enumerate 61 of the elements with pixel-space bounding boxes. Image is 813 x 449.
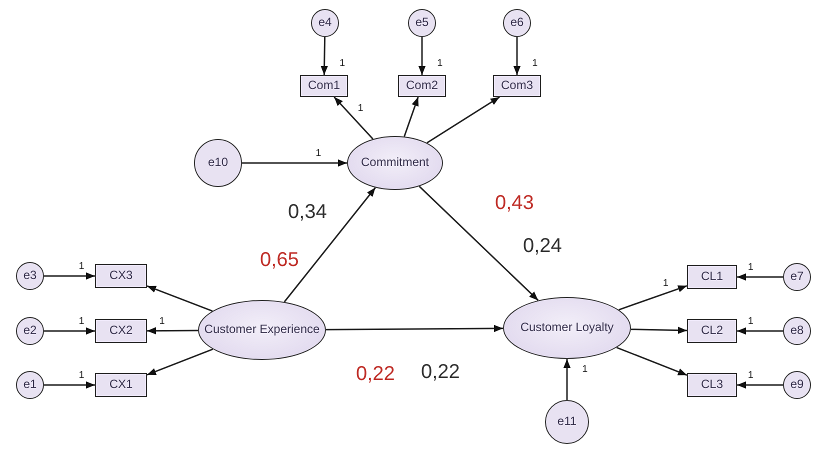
path-coefficient: 0,65 [260,250,299,270]
arrow [242,159,347,167]
arrow [326,324,503,332]
arrow [418,37,426,75]
edge-label: 1 [78,371,86,381]
observed-variable-box: Com2 [398,75,446,97]
arrow [147,327,198,334]
error-term-circle: e8 [783,317,811,345]
edge-label: 1 [158,316,166,327]
latent-variable-ellipse: Commitment [347,136,443,190]
arrow [616,346,688,376]
error-term-circle: e11 [545,400,589,444]
error-term-circle: e10 [194,139,242,187]
observed-variable-box: CX2 [95,319,147,343]
error-term-circle: e3 [16,262,44,290]
path-coefficient: 0,24 [523,236,562,256]
arrow [44,381,95,389]
edge-label: 1 [78,317,86,327]
path-coefficient: 0,22 [421,362,460,382]
arrow [44,327,95,335]
error-term-circle: e5 [408,9,436,37]
arrow [618,285,688,310]
path-coefficient: 0,22 [356,364,395,384]
edge-label: 1 [746,263,754,273]
error-term-circle: e6 [503,9,531,37]
error-term-circle: e4 [311,9,339,37]
arrow [630,326,688,334]
arrow [737,327,783,335]
arrow [737,273,783,281]
edge-label: 1 [314,149,322,159]
path-coefficient: 0,34 [288,202,327,222]
observed-variable-box: CL1 [687,265,737,289]
error-term-circle: e9 [783,371,811,399]
arrow [563,359,571,400]
arrow [320,36,328,76]
error-term-circle: e1 [16,371,44,399]
error-term-circle: e7 [783,263,811,291]
edge-label: 1 [746,317,754,327]
observed-variable-box: CL3 [687,373,737,397]
edge-label: 1 [356,104,364,114]
arrow [418,186,539,301]
observed-variable-box: Com1 [300,75,348,97]
arrow [334,96,374,140]
arrow [44,272,95,280]
edge-label: 1 [78,262,86,272]
arrow [737,381,783,389]
observed-variable-box: CL2 [687,319,737,343]
arrow [146,285,213,312]
arrow [146,348,214,376]
error-term-circle: e2 [16,317,44,345]
observed-variable-box: Com3 [493,75,541,97]
latent-variable-ellipse: Customer Loyalty [503,297,631,359]
arrow [284,187,376,302]
observed-variable-box: CX1 [95,373,147,397]
arrow [404,96,419,137]
arrow [426,96,500,144]
edge-label: 1 [746,371,754,381]
path-coefficient: 0,43 [495,193,534,213]
observed-variable-box: CX3 [95,264,147,288]
latent-variable-ellipse: Customer Experience [198,300,326,360]
arrow [513,37,521,75]
